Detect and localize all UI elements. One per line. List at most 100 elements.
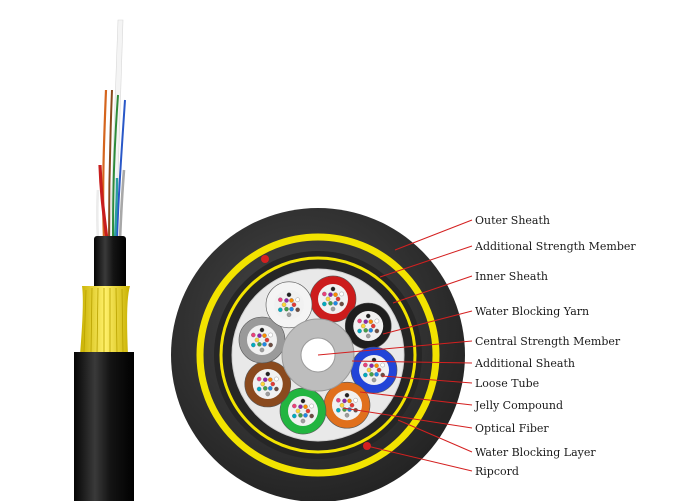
optical-fiber [328,301,333,306]
outer-jacket-side [74,352,134,501]
loose-tubes-group [238,275,398,435]
optical-fiber [363,372,368,378]
optical-fiber [298,404,303,409]
optical-fiber [303,413,308,418]
fiber-strand-gray [118,169,126,241]
optical-fiber [268,332,273,338]
ripcord-top [261,255,269,263]
optical-fiber [333,301,338,306]
optical-fiber [339,402,345,408]
optical-fiber [289,298,294,303]
jelly-compound [332,390,362,421]
loose-tube [238,316,286,364]
optical-fiber [357,328,362,334]
optical-fiber [295,408,301,414]
optical-fiber [369,363,374,368]
optical-fiber [259,347,265,353]
component-label: Ripcord [475,465,519,478]
optical-fiber [370,323,376,329]
loose-tube [309,275,357,323]
optical-fiber [291,302,297,308]
optical-fiber [369,372,374,377]
optical-fiber [353,397,358,403]
optical-fiber [347,398,352,404]
optical-fiber [374,372,379,377]
water-blocking-yarn-ring [219,256,417,454]
optical-fiber [300,398,306,404]
optical-fiber [264,337,270,343]
optical-fiber [365,313,371,319]
optical-fiber [365,333,371,339]
leader-line [382,310,473,335]
optical-fiber [371,377,377,383]
optical-fiber [295,297,300,303]
optical-fiber [263,386,268,391]
leader-line [317,340,473,356]
optical-fiber [366,367,372,373]
optical-fiber [360,323,366,329]
jelly-compound [246,324,277,355]
optical-fiber [278,297,283,303]
optical-fiber [278,307,283,313]
optical-fiber [374,363,379,368]
optical-fiber [330,306,336,312]
optical-fiber [298,413,303,418]
optical-fiber [349,402,355,408]
optical-fiber [265,371,271,377]
optical-fiber [263,377,268,382]
optical-fiber [380,362,385,368]
jelly-compound [353,311,384,341]
optical-fiber [274,386,279,392]
optical-fiber [368,328,373,333]
optical-fiber [286,292,292,298]
leader-lines [317,219,473,472]
optical-fiber [309,413,314,419]
loose-tube [350,346,398,394]
fiber-strand-green [112,94,119,241]
optical-fiber [286,312,292,318]
loose-tube [244,360,292,408]
leader-line [351,360,473,364]
component-label: Loose Tube [475,377,539,390]
component-label: Outer Sheath [475,214,550,227]
component-label: Inner Sheath [475,270,548,283]
fiber-strand-brown [108,89,113,241]
optical-fiber [322,291,327,297]
component-label: Water Blocking Layer [475,446,596,459]
optical-fiber [309,403,314,409]
fiber-strand-red [98,164,109,241]
optical-fiber [284,298,289,303]
strength-yarn-side [80,286,130,355]
optical-fiber [270,381,276,387]
cable-side-view [74,19,134,501]
optical-fiber [374,328,380,334]
leader-line [392,275,473,304]
loose-tube [344,302,392,350]
optical-fiber [259,327,265,333]
leader-line [394,219,473,251]
optical-fiber [330,286,336,292]
optical-fiber [305,408,311,414]
jelly-compound [359,355,390,386]
exposed-fibers [95,19,126,241]
fiber-strand-teal [113,177,119,241]
jelly-compound [274,289,304,320]
optical-fiber [260,381,266,387]
leader-line [342,407,473,429]
optical-fiber [344,392,350,398]
optical-fiber [292,403,297,409]
leader-line [379,245,473,278]
optical-fiber [336,397,341,403]
optical-fiber [268,342,273,348]
optical-fiber [265,391,271,397]
optical-fiber [274,376,279,382]
loose-tube [265,281,313,329]
optical-fiber [257,333,262,338]
component-label: Jelly Compound [474,399,563,412]
component-label: Optical Fiber [475,422,549,435]
leader-line [397,419,473,453]
optical-fiber [333,292,338,297]
optical-fiber [339,301,344,307]
optical-fiber [281,302,287,308]
